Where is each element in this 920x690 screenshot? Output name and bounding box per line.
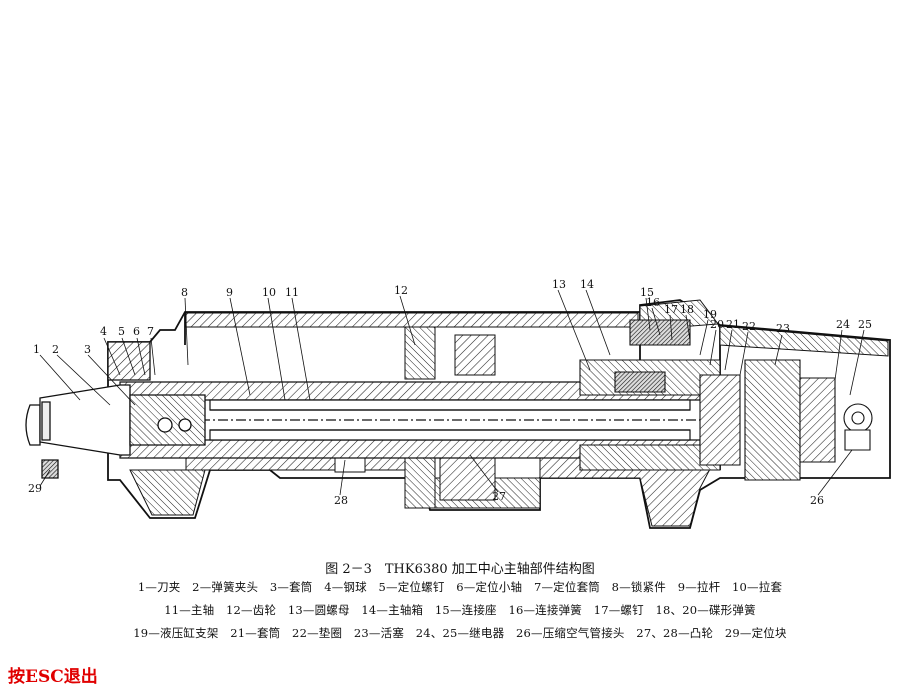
part-label: 29 xyxy=(28,482,42,495)
legend-line-2: 11—主轴 12—齿轮 13—圆螺母 14—主轴箱 15—连接座 16—连接弹簧… xyxy=(164,603,756,617)
leader-lines xyxy=(39,289,865,496)
part-label: 27 xyxy=(492,490,506,503)
gear-12 xyxy=(334,326,496,509)
part-label: 16 xyxy=(646,296,660,309)
part-label: 8 xyxy=(181,286,188,299)
part-label: 4 xyxy=(100,325,107,338)
part-label: 1 xyxy=(33,343,40,356)
spindle-assembly-drawing: 1 2 3 4 5 6 7 8 9 10 11 12 13 14 15 16 1… xyxy=(25,278,891,529)
part-label: 14 xyxy=(580,278,594,291)
part-label: 17 xyxy=(664,303,678,316)
exit-hint-link[interactable]: 按ESC退出 xyxy=(8,667,98,687)
figure-caption: 图 2－3 THK6380 加工中心主轴部件结构图 xyxy=(325,562,595,577)
part-label: 5 xyxy=(118,325,125,338)
part-label: 10 xyxy=(262,286,276,299)
part-label: 11 xyxy=(285,286,299,299)
part-label: 26 xyxy=(810,494,824,507)
spindle-11 xyxy=(119,381,740,459)
rear-cylinder xyxy=(579,319,873,481)
part-label: 15 xyxy=(640,286,654,299)
part-label: 23 xyxy=(776,322,790,335)
part-label: 28 xyxy=(334,494,348,507)
part-label: 21 xyxy=(726,318,740,331)
part-label: 3 xyxy=(84,343,91,356)
part-number-labels: 1 2 3 4 5 6 7 8 9 10 11 12 13 14 15 16 1… xyxy=(28,278,872,507)
part-label: 9 xyxy=(226,286,233,299)
part-label: 18 xyxy=(680,303,694,316)
legend-line-3: 19—液压缸支架 21—套筒 22—垫圈 23—活塞 24、25—继电器 26—… xyxy=(133,626,787,640)
part-label: 12 xyxy=(394,284,408,297)
part-label: 24 xyxy=(836,318,850,331)
part-label: 20 xyxy=(710,318,724,331)
part-label: 19 xyxy=(703,308,717,321)
legend-line-1: 1—刀夹 2—弹簧夹头 3—套筒 4—钢球 5—定位螺钉 6—定位小轴 7—定位… xyxy=(137,580,783,594)
part-label: 13 xyxy=(552,278,566,291)
part-label: 25 xyxy=(858,318,872,331)
part-label: 6 xyxy=(133,325,140,338)
part-label: 22 xyxy=(742,320,756,333)
part-label: 7 xyxy=(147,325,154,338)
part-label: 2 xyxy=(52,343,59,356)
